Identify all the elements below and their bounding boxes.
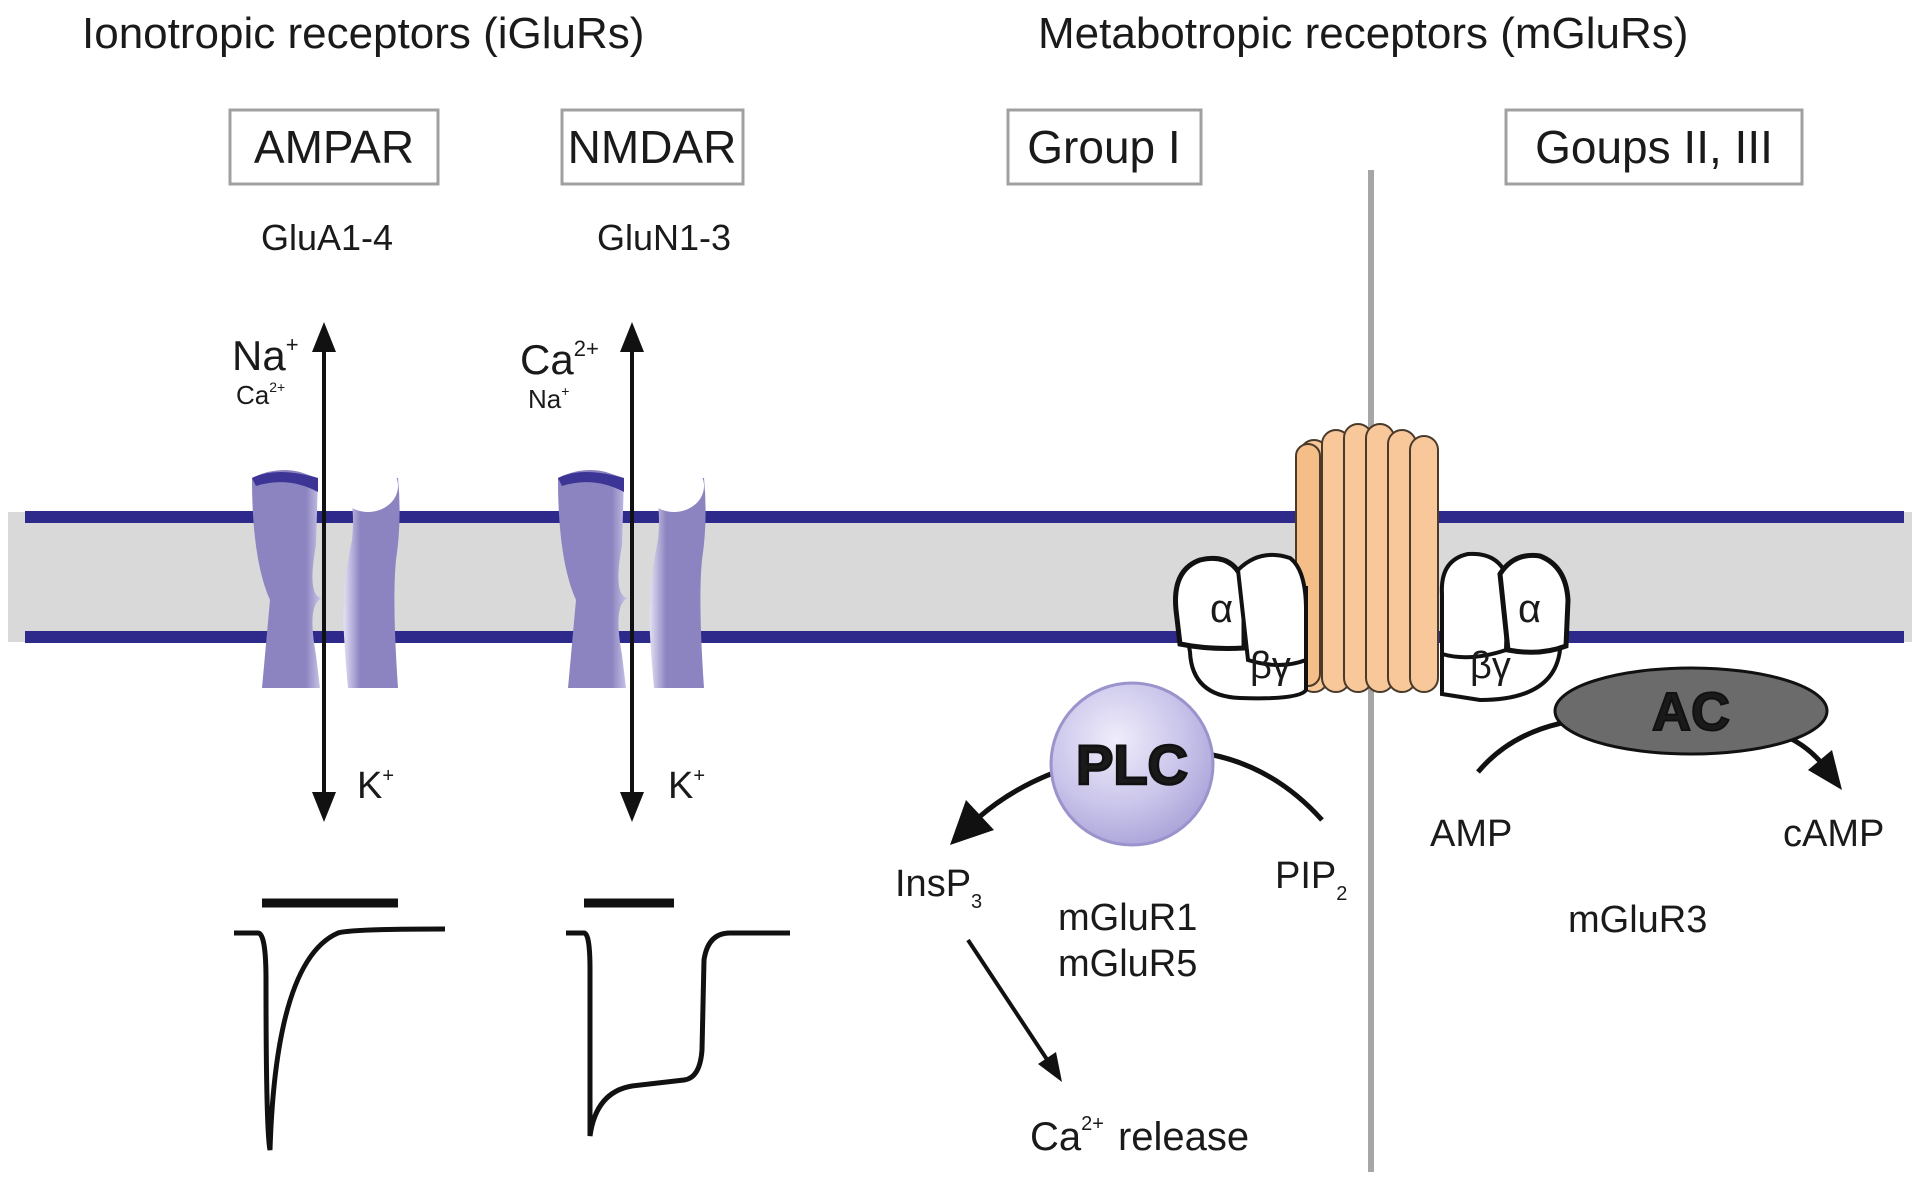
mglur-receptor — [1295, 423, 1439, 693]
ca-release-ion: Ca — [1030, 1115, 1082, 1159]
ampar-subunits: GluA1-4 — [261, 217, 393, 258]
insp3-label: InsP — [895, 863, 971, 905]
mglur5-label: mGluR5 — [1058, 943, 1197, 985]
group1-label: Group I — [1027, 121, 1180, 173]
plc-label: PLC — [1076, 733, 1188, 796]
ampar-ion-arrow — [312, 322, 336, 822]
group1-box: Group I — [1006, 108, 1203, 186]
svg-text:PIP2: PIP2 — [1275, 855, 1347, 905]
ampar-ion-out: K — [357, 765, 382, 807]
pip2-label: PIP — [1275, 855, 1336, 897]
svg-text:Ca2+release: Ca2+ release — [1030, 1113, 1249, 1159]
insp3-sub: 3 — [971, 891, 982, 913]
nmdar-ion-minor: Na — [528, 384, 562, 414]
ionotropic-header: Ionotropic receptors (iGluRs) — [82, 9, 644, 58]
nmdar-ion-out: K — [668, 765, 693, 807]
svg-text:Na+: Na+ — [528, 383, 569, 414]
group1-g-protein: α βγ — [1173, 553, 1308, 701]
svg-text:K+: K+ — [668, 765, 705, 807]
ampar-ion-main: Na — [232, 332, 286, 379]
nmdar-ion-minor-sup: + — [561, 383, 569, 399]
nmdar-label: NMDAR — [568, 121, 737, 173]
group1-betagamma: βγ — [1250, 645, 1291, 687]
ca-release-word: release — [1118, 1115, 1249, 1159]
nmdar-box: NMDAR — [560, 108, 745, 186]
ampar-current-trace — [234, 898, 446, 1151]
ampar-label: AMPAR — [254, 121, 414, 173]
metabotropic-header: Metabotropic receptors (mGluRs) — [1038, 9, 1688, 58]
camp-label: cAMP — [1783, 813, 1884, 855]
ampar-ion-minor-sup: 2+ — [269, 379, 285, 395]
amp-label: AMP — [1430, 813, 1512, 855]
insp3-arrowhead — [950, 800, 994, 845]
ca-release-arrow — [966, 938, 1062, 1082]
nmdar-ion-main: Ca — [520, 336, 574, 383]
mglur1-label: mGluR1 — [1058, 897, 1197, 939]
plc-enzyme: PLC — [1049, 681, 1215, 847]
pip2-sub: 2 — [1336, 883, 1347, 905]
nmdar-ion-arrow — [620, 322, 644, 822]
ca-release-sup: 2+ — [1081, 1113, 1104, 1135]
nmdar-subunits: GluN1-3 — [597, 217, 731, 258]
ampar-ion-minor: Ca — [236, 380, 270, 410]
group23-g-protein: α βγ — [1439, 551, 1571, 703]
group1-alpha: α — [1210, 587, 1233, 631]
camp-arrowhead — [1808, 750, 1842, 790]
group23-betagamma: βγ — [1470, 645, 1511, 687]
mglur3-label: mGluR3 — [1568, 899, 1707, 941]
ampar-box: AMPAR — [228, 108, 440, 186]
svg-text:K+: K+ — [357, 765, 394, 807]
ac-enzyme: AC — [1553, 666, 1829, 756]
svg-text:Ca2+: Ca2+ — [236, 379, 285, 410]
nmdar-channel — [558, 460, 706, 688]
ac-label: AC — [1652, 682, 1730, 742]
nmdar-ion-out-sup: + — [693, 765, 705, 787]
ampar-channel — [252, 460, 400, 688]
groups23-label: Goups II, III — [1535, 121, 1773, 173]
groups23-box: Goups II, III — [1504, 108, 1804, 186]
ampar-ion-out-sup: + — [382, 765, 394, 787]
nmdar-current-trace — [566, 898, 790, 1137]
group23-alpha: α — [1518, 587, 1541, 631]
ampar-ion-main-sup: + — [286, 332, 299, 357]
svg-text:Ca2+: Ca2+ — [520, 336, 599, 383]
nmdar-ion-main-sup: 2+ — [574, 336, 599, 361]
svg-text:Na+: Na+ — [232, 332, 299, 379]
svg-text:InsP3: InsP3 — [895, 863, 982, 913]
